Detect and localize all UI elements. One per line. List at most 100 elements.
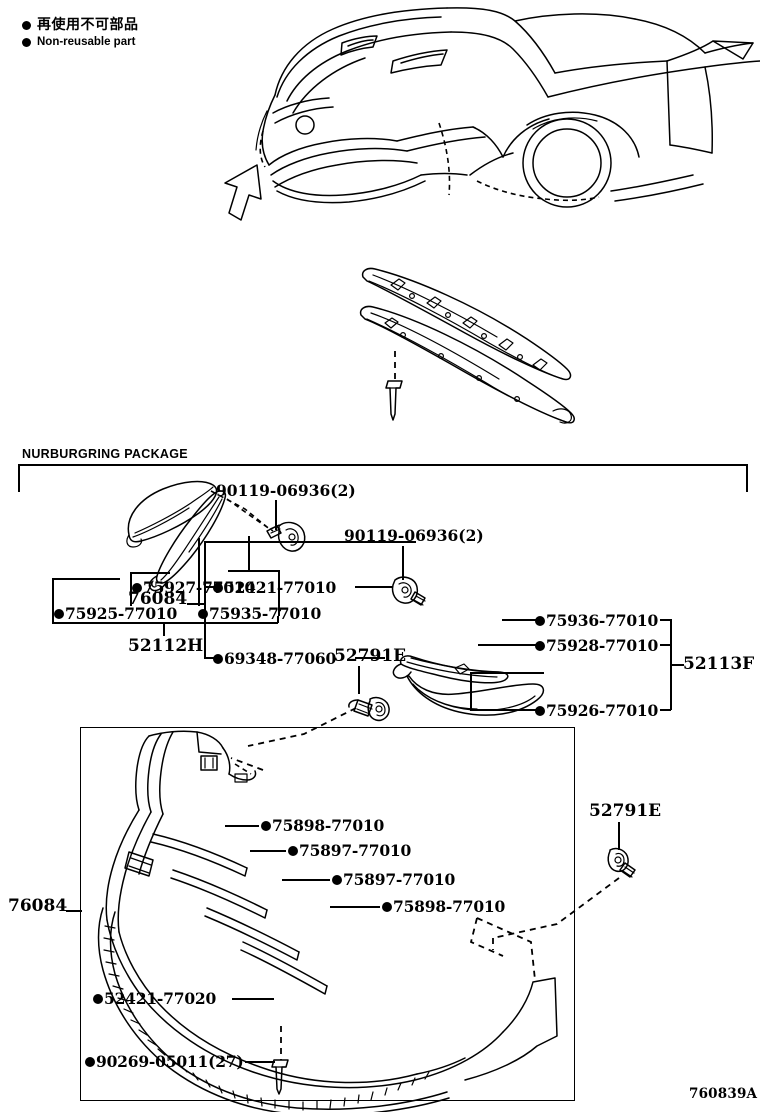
leader-75936-77010 [502, 619, 538, 621]
filled-circle-icon [288, 845, 298, 856]
upper-bracket-row2-tick [204, 657, 216, 659]
legend-row-english: Non-reusable part [22, 36, 282, 49]
leader-90119-06936-left [275, 500, 277, 530]
legend: 再使用不可部品 Non-reusable part [22, 18, 282, 49]
upper-group-bracket [204, 541, 206, 659]
lower-group-label: 76084 [8, 896, 68, 916]
part-number-75936-77010: 75936-77010 [535, 613, 658, 629]
bracket-75925-left [52, 578, 54, 616]
group-52113F-stem [670, 664, 684, 666]
part-number-text: 75897-77010 [343, 870, 456, 889]
filled-circle-icon [213, 582, 223, 593]
leader-75928-77010 [478, 644, 538, 646]
filled-circle-icon [261, 820, 271, 831]
part-number-75897-77010-b: 75897-77010 [332, 872, 455, 888]
leader-75926-top [470, 672, 544, 674]
diagram-code: 760839A [689, 1086, 758, 1102]
filled-circle-icon [535, 615, 545, 626]
leader-52421-77020 [232, 998, 274, 1000]
leader-75897-77010-b [282, 879, 330, 881]
group-52113F-tick-mid [660, 644, 671, 646]
leader-75897-77010-a [250, 850, 286, 852]
part-number-text: 75897-77010 [299, 841, 412, 860]
bracket-75935-arm [228, 570, 278, 572]
nurburgring-bracket-right-tick [746, 464, 748, 492]
group-52113F-tick-top [660, 619, 671, 621]
legend-english-text: Non-reusable part [37, 36, 136, 48]
clip-label-52791E-right: 52791E [589, 801, 662, 821]
part-number-text: 75926-77010 [546, 701, 659, 720]
leader-75898-77010-a [225, 825, 259, 827]
legend-row-japanese: 再使用不可部品 [22, 18, 282, 32]
lower-group-tick [66, 910, 82, 912]
filled-circle-icon [535, 705, 545, 716]
nurburgring-package-title: NURBURGRING PACKAGE [22, 447, 188, 461]
lower-parts-illustration [85, 730, 571, 1112]
leader-75926-77010 [470, 709, 538, 711]
part-number-75925-77010: 75925-77010 [54, 606, 177, 622]
leader-75898-77010-b [330, 906, 380, 908]
leader-52791E-left-dashed [230, 690, 370, 750]
part-number-text: 75936-77010 [546, 611, 659, 630]
filled-circle-icon [132, 582, 142, 593]
bracket-75935-right [278, 570, 280, 616]
fastener-90119-06936-left: 90119-06936(2) [216, 481, 356, 500]
filled-circle-icon [382, 901, 392, 912]
part-number-90269-05011: 90269-05011(27) [85, 1054, 244, 1070]
leader-90269-05011 [245, 1061, 275, 1063]
nurburgring-right-group: 90119-06936(2) [330, 520, 760, 730]
leader-69348-77060 [355, 657, 385, 659]
leader-52791E-right [618, 822, 620, 850]
group-52112H-left-tick [52, 616, 54, 623]
part-number-text: 75935-77010 [209, 604, 322, 623]
leader-52791E-left [358, 666, 360, 694]
part-number-text: 75898-77010 [393, 897, 506, 916]
part-number-75927-77010: 75927-77010 [132, 580, 255, 596]
part-number-text: 75928-77010 [546, 636, 659, 655]
filled-circle-icon [22, 20, 31, 30]
upper-bracket-top-arm [204, 541, 416, 543]
part-number-75897-77010-a: 75897-77010 [288, 843, 411, 859]
filled-circle-icon [54, 608, 64, 619]
upper-parts-illustration [355, 263, 595, 428]
bracket-75935-stem [248, 536, 250, 570]
part-number-75935-77010: 75935-77010 [198, 606, 321, 622]
part-number-text: 90269-05011(27) [96, 1052, 244, 1071]
part-number-text: 75927-77010 [143, 578, 256, 597]
group-label-52112H: 52112H [128, 636, 204, 656]
part-number-52421-77010: 52421-77010 [213, 580, 336, 596]
filled-circle-icon [535, 640, 545, 651]
clip-52791E-right-illustration [598, 846, 646, 880]
filled-circle-icon [198, 608, 208, 619]
filled-circle-icon [332, 874, 342, 885]
upper-group-label: 76084 [128, 589, 188, 609]
upper-bracket-row1-tick [204, 586, 216, 588]
upper-group-tick [187, 603, 205, 605]
legend-japanese-text: 再使用不可部品 [37, 17, 139, 33]
filled-circle-icon [85, 1056, 95, 1067]
bracket-75927-stem [198, 538, 200, 606]
part-number-75928-77010: 75928-77010 [535, 638, 658, 654]
vehicle-illustration [215, 5, 760, 221]
group-52112H-bracket [52, 622, 278, 624]
nurburgring-bracket-left-tick [18, 464, 20, 492]
upper-assembly-block: 76084 52421-77010 69348-77060 [0, 255, 760, 666]
bracket-75925-arm [52, 578, 120, 580]
leader-75926-stem [470, 672, 472, 710]
group-label-52113F: 52113F [683, 654, 755, 674]
part-number-52421-77020: 52421-77020 [93, 991, 216, 1007]
leader-90119-06936-right [402, 546, 404, 580]
nurburgring-bracket-top [18, 464, 748, 466]
left-group-illustration [95, 475, 310, 595]
fastener-90119-06936-right: 90119-06936(2) [344, 526, 484, 545]
part-number-text: 75898-77010 [272, 816, 385, 835]
part-number-75898-77010-b: 75898-77010 [382, 899, 505, 915]
group-52113F-tick-bottom [660, 709, 671, 711]
clip-label-52791E-left: 52791E [334, 646, 407, 666]
filled-circle-icon [93, 993, 103, 1004]
leader-52791E-right-dashed [485, 870, 625, 950]
part-number-69348-77060: 69348-77060 [213, 651, 336, 667]
bracket-75927-arm [130, 572, 170, 574]
lower-assembly-box [80, 727, 575, 1101]
group-52112H-stem [163, 622, 165, 636]
